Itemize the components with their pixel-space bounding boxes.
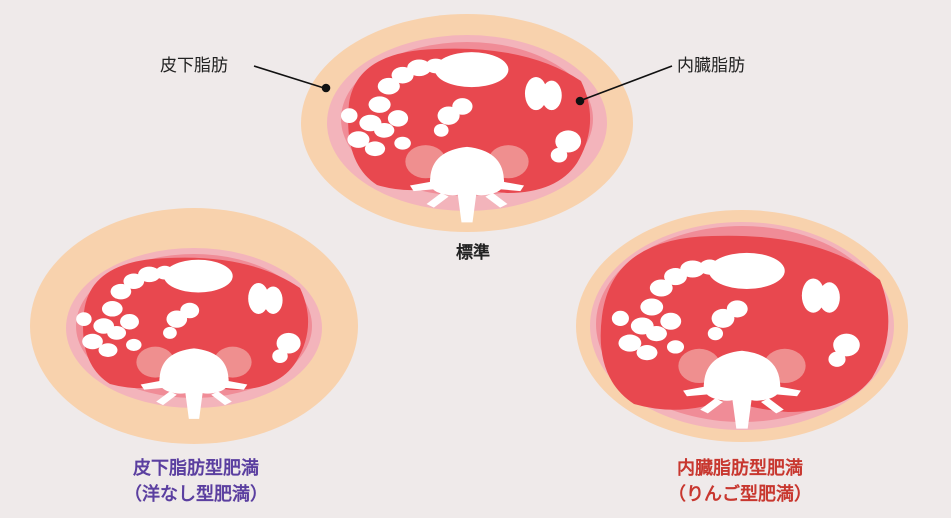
visceral-type-subtitle: （りんご型肥満） xyxy=(668,484,812,505)
visceral-type-title: 内臓脂肪型肥満 xyxy=(677,458,803,479)
subcutaneous-type-title: 皮下脂肪型肥満 xyxy=(133,458,259,479)
subcutaneous-type-subtitle: （洋なし型肥満） xyxy=(124,484,268,505)
visceral-type-cross-section xyxy=(576,210,908,442)
subcutaneous-type-cross-section xyxy=(30,208,358,444)
subcutaneous-fat-marker-dot xyxy=(321,83,331,93)
visceral-type-caption: 内臓脂肪型肥満 （りんご型肥満） xyxy=(668,456,812,508)
standard-cross-section xyxy=(301,14,633,232)
subcutaneous-fat-label: 皮下脂肪 xyxy=(160,56,228,76)
standard-caption: 標準 xyxy=(456,243,490,263)
visceral-fat-marker-dot xyxy=(575,96,585,106)
subcutaneous-type-caption: 皮下脂肪型肥満 （洋なし型肥満） xyxy=(124,456,268,508)
visceral-fat-leader-line xyxy=(581,65,673,101)
visceral-fat-label: 内臓脂肪 xyxy=(677,56,745,76)
subcutaneous-fat-leader-line xyxy=(253,65,325,89)
